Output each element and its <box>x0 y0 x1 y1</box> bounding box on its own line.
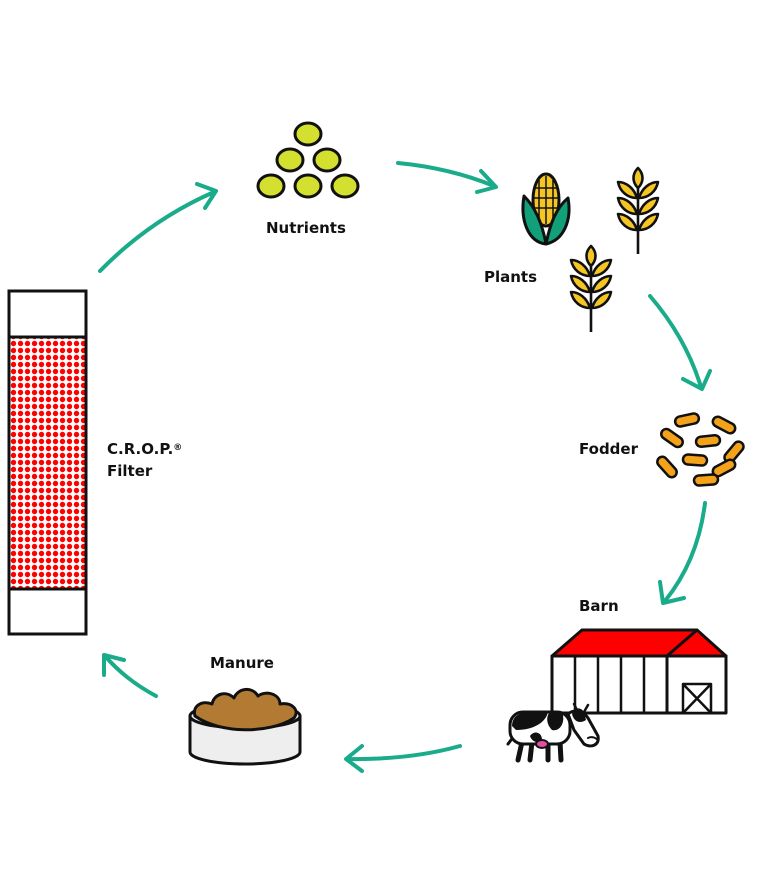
label-crop-filter-line1: C.R.O.P.® <box>107 438 182 460</box>
corn-icon <box>521 172 571 246</box>
cycle-arrows <box>98 161 712 773</box>
label-barn: Barn <box>579 597 619 615</box>
label-manure: Manure <box>210 654 274 672</box>
arrow-manure-to-filter <box>102 653 158 698</box>
label-fodder: Fodder <box>579 440 638 458</box>
wheat-icon-left <box>569 244 613 332</box>
registered-mark: ® <box>173 443 183 453</box>
nutrients-icon <box>256 121 360 199</box>
cow-icon <box>506 702 600 763</box>
wheat-icon-right <box>616 166 660 254</box>
label-crop-filter-line2: Filter <box>107 462 153 480</box>
arrow-cow-to-manure <box>344 744 462 773</box>
arrow-filter-to-nutrients <box>98 182 218 273</box>
label-crop-filter-name: C.R.O.P. <box>107 440 174 458</box>
label-crop-filter: C.R.O.P.® Filter <box>107 438 182 482</box>
label-nutrients: Nutrients <box>266 219 346 237</box>
manure-bowl-icon <box>188 688 302 766</box>
label-plants: Plants <box>484 268 538 286</box>
barn-icon <box>550 628 728 715</box>
arrow-fodder-to-barn <box>658 501 707 605</box>
fodder-icon <box>656 412 745 487</box>
arrow-nutrients-to-plants <box>396 161 498 194</box>
crop-filter-icon <box>7 289 88 636</box>
arrow-plants-to-fodder <box>648 294 712 391</box>
